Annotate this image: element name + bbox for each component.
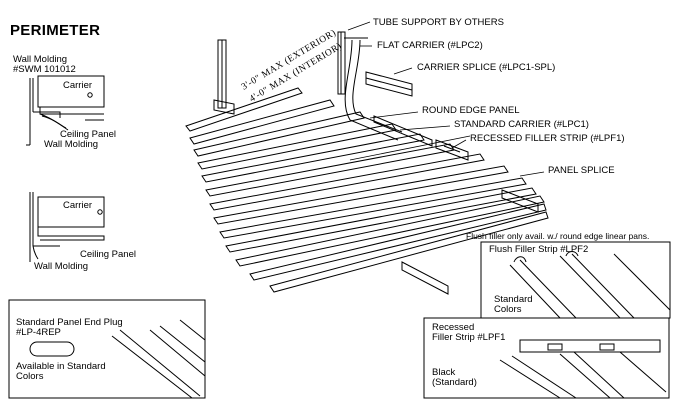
callout-tube-support: TUBE SUPPORT BY OTHERS	[373, 17, 504, 28]
end-plug-title-1: Standard Panel End Plug	[16, 317, 123, 328]
ceiling-panel-label-top: Ceiling Panel	[60, 129, 116, 140]
wall-molding-label-bottom: Wall Molding	[34, 261, 89, 272]
carrier-label-top: Carrier	[63, 80, 93, 91]
callout-carrier-splice: CARRIER SPLICE (#LPC1-SPL)	[417, 62, 556, 73]
carrier-label-bottom: Carrier	[63, 200, 93, 211]
flush-filler-colors-1: Standard	[494, 294, 533, 305]
recessed-filler-box-art	[423, 317, 670, 399]
ceiling-panels	[185, 87, 549, 293]
end-plug-box-art	[8, 299, 206, 399]
end-plug-available-2: Colors	[16, 371, 44, 382]
callout-panel-splice: PANEL SPLICE	[548, 165, 615, 176]
wall-molding-label-top-2: Wall Molding	[44, 139, 99, 150]
standard-carrier-rail	[373, 115, 433, 147]
page-title: PERIMETER	[10, 22, 101, 39]
recessed-box-black-1: Black	[432, 367, 456, 378]
flush-filler-colors-2: Colors	[494, 304, 522, 315]
leader-lines	[347, 21, 545, 177]
wall-molding-label-top: Wall Molding	[13, 54, 68, 65]
end-plug-available-1: Available in Standard	[16, 361, 106, 372]
callout-round-edge-panel: ROUND EDGE PANEL	[422, 105, 520, 116]
recessed-box-black-2: (Standard)	[432, 377, 477, 388]
tube-support-right	[337, 31, 346, 95]
recessed-box-title-2: Filler Strip #LPF1	[432, 332, 506, 343]
callout-recessed-filler: RECESSED FILLER STRIP (#LPF1)	[470, 133, 625, 144]
carrier-splice-piece	[365, 71, 413, 97]
tube-support-left	[213, 39, 235, 115]
perimeter-detail-top	[26, 75, 105, 146]
callout-flat-carrier: FLAT CARRIER (#LPC2)	[377, 40, 483, 51]
callout-standard-carrier: STANDARD CARRIER (#LPC1)	[454, 119, 589, 130]
wall-molding-part-number: #SWM 101012	[13, 64, 76, 75]
filler-strip-piece	[435, 139, 469, 161]
end-plug-title-2: #LP-4REP	[16, 327, 61, 338]
perimeter-detail-bottom	[29, 192, 105, 262]
ceiling-panel-label-bottom: Ceiling Panel	[80, 249, 136, 260]
recessed-box-title-1: Recessed	[432, 322, 475, 333]
flat-carrier-arc	[344, 37, 403, 141]
flush-filler-title: Flush Filler Strip #LPF2	[489, 244, 589, 255]
flush-filler-note: Flush filler only avail. w./ round edge …	[466, 231, 650, 241]
